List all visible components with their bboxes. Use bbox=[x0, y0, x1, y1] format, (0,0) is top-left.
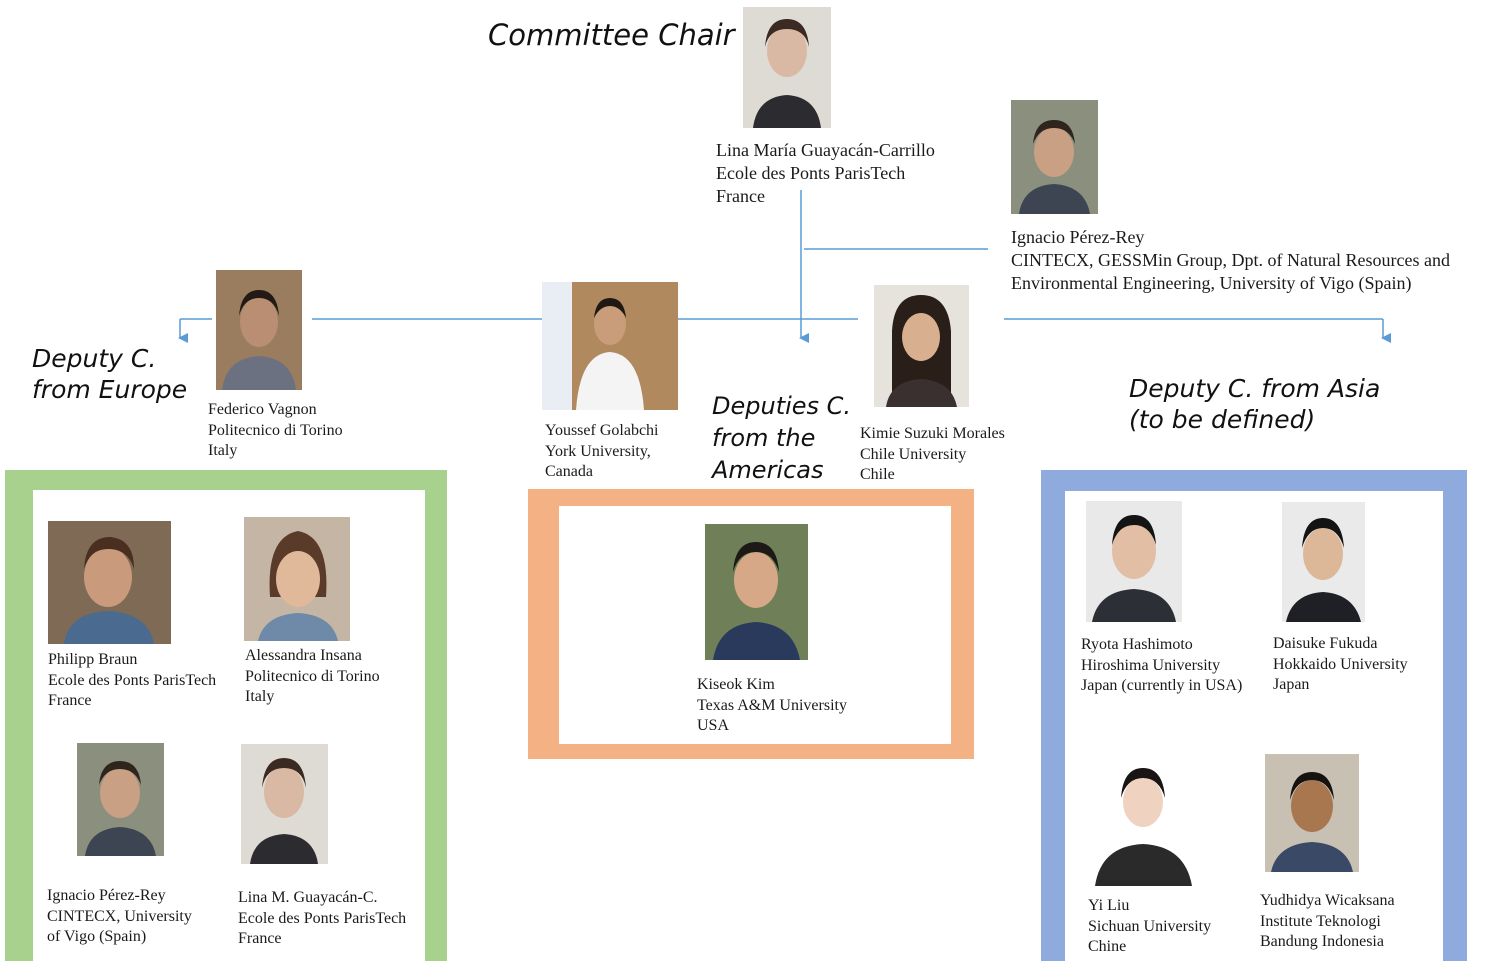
deputy-americas-2-country: Chile bbox=[860, 466, 895, 483]
asia-heading-line2: (to be defined) bbox=[1129, 404, 1316, 434]
asia-member-1-affiliation: Hiroshima University bbox=[1081, 656, 1221, 674]
asia-member-4-photo bbox=[1265, 754, 1359, 872]
americas-heading-line1: Deputies C. bbox=[712, 392, 852, 420]
asia-member-1-country: Japan (currently in USA) bbox=[1081, 677, 1243, 694]
advisor-label: Ignacio Pérez-Rey CINTECX, GESSMin Group… bbox=[1011, 226, 1450, 295]
asia-member-3-label: Yi Liu Sichuan University Chine bbox=[1088, 896, 1211, 958]
europe-member-1-country: France bbox=[48, 692, 92, 709]
person-silhouette-icon bbox=[542, 282, 644, 410]
deputy-americas-2-label: Kimie Suzuki Morales Chile University Ch… bbox=[860, 424, 1005, 486]
europe-member-1-label: Philipp Braun Ecole des Ponts ParisTech … bbox=[48, 650, 216, 712]
advisor-photo bbox=[1011, 100, 1098, 214]
asia-member-2-country: Japan bbox=[1273, 676, 1310, 693]
person-silhouette-icon bbox=[258, 531, 338, 641]
advisor-affiliation-line1: CINTECX, GESSMin Group, Dpt. of Natural … bbox=[1011, 250, 1450, 270]
asia-member-4-name: Yudhidya Wicaksana bbox=[1260, 892, 1395, 909]
americas-member-1-name: Kiseok Kim bbox=[697, 676, 775, 693]
europe-member-1-affiliation: Ecole des Ponts ParisTech bbox=[48, 671, 217, 689]
asia-member-1-name: Ryota Hashimoto bbox=[1081, 636, 1193, 653]
deputy-americas-1-name: Youssef Golabchi bbox=[545, 422, 659, 439]
deputy-americas-2-affiliation: Chile University bbox=[860, 445, 967, 463]
asia-member-3-photo bbox=[1091, 762, 1196, 886]
asia-member-2-photo bbox=[1282, 502, 1365, 622]
americas-member-1-affiliation: Texas A&M University bbox=[697, 696, 847, 714]
person-silhouette-icon bbox=[1095, 768, 1192, 886]
europe-member-4-affiliation: Ecole des Ponts ParisTech bbox=[238, 909, 407, 927]
person-silhouette-icon bbox=[753, 19, 821, 128]
asia-member-2-affiliation: Hokkaido University bbox=[1273, 655, 1408, 673]
deputy-americas-1-label: Youssef Golabchi York University, Canada bbox=[545, 421, 658, 483]
europe-member-1-photo bbox=[48, 521, 171, 644]
europe-member-3-name: Ignacio Pérez-Rey bbox=[47, 887, 166, 904]
deputy-americas-1-country: Canada bbox=[545, 463, 593, 480]
asia-member-3-affiliation: Sichuan University bbox=[1088, 917, 1212, 935]
asia-member-2-label: Daisuke Fukuda Hokkaido University Japan bbox=[1273, 634, 1408, 696]
deputy-americas-1-photo bbox=[542, 282, 678, 410]
europe-heading-line1: Deputy C. bbox=[32, 344, 157, 373]
asia-member-2-name: Daisuke Fukuda bbox=[1273, 635, 1378, 652]
europe-member-1-name: Philipp Braun bbox=[48, 651, 138, 668]
deputy-europe-name: Federico Vagnon bbox=[208, 401, 317, 418]
chair-affiliation: Ecole des Ponts ParisTech bbox=[716, 163, 906, 183]
person-silhouette-icon bbox=[85, 761, 156, 856]
asia-member-3-country: Chine bbox=[1088, 938, 1127, 955]
person-silhouette-icon bbox=[250, 758, 318, 864]
americas-member-1-photo bbox=[705, 524, 808, 660]
deputy-europe-label: Federico Vagnon Politecnico di Torino It… bbox=[208, 400, 343, 462]
person-silhouette-icon bbox=[1019, 120, 1090, 214]
europe-member-4-label: Lina M. Guayacán-C. Ecole des Ponts Pari… bbox=[238, 888, 406, 950]
europe-member-3-affiliation: CINTECX, University bbox=[47, 907, 192, 925]
committee-chair-heading: Committee Chair bbox=[488, 18, 735, 52]
asia-member-4-country: Bandung Indonesia bbox=[1260, 933, 1384, 950]
europe-member-2-name: Alessandra Insana bbox=[245, 647, 362, 664]
americas-member-1-country: USA bbox=[697, 717, 730, 734]
person-silhouette-icon bbox=[64, 537, 154, 644]
europe-member-3-photo bbox=[77, 743, 164, 856]
europe-member-4-name: Lina M. Guayacán-C. bbox=[238, 889, 378, 906]
asia-deputy-heading: Deputy C. from Asia (to be defined) bbox=[1129, 374, 1380, 435]
europe-heading-line2: from Europe bbox=[32, 374, 188, 404]
asia-member-1-label: Ryota Hashimoto Hiroshima University Jap… bbox=[1081, 635, 1242, 697]
asia-member-3-name: Yi Liu bbox=[1088, 897, 1130, 914]
europe-deputy-heading: Deputy C. from Europe bbox=[32, 344, 187, 405]
chair-label: Lina María Guayacán-Carrillo Ecole des P… bbox=[716, 139, 935, 208]
deputy-europe-affiliation: Politecnico di Torino bbox=[208, 421, 343, 439]
person-silhouette-icon bbox=[222, 290, 296, 390]
person-silhouette-icon bbox=[886, 295, 957, 407]
asia-member-1-photo bbox=[1086, 501, 1182, 622]
person-silhouette-icon bbox=[1286, 518, 1361, 622]
person-silhouette-icon bbox=[1271, 772, 1353, 872]
europe-member-2-photo bbox=[244, 517, 350, 641]
europe-member-3-label: Ignacio Pérez-Rey CINTECX, University of… bbox=[47, 886, 192, 948]
deputy-europe-photo bbox=[216, 270, 302, 390]
europe-member-4-photo bbox=[241, 744, 328, 864]
chair-photo bbox=[743, 7, 831, 128]
asia-heading-line1: Deputy C. from Asia bbox=[1129, 374, 1381, 403]
deputy-americas-1-affiliation: York University, bbox=[545, 442, 651, 460]
deputy-americas-2-photo bbox=[874, 285, 969, 407]
chair-name: Lina María Guayacán-Carrillo bbox=[716, 140, 935, 160]
deputy-europe-country: Italy bbox=[208, 442, 238, 459]
deputy-americas-2-name: Kimie Suzuki Morales bbox=[860, 425, 1005, 442]
europe-member-4-country: France bbox=[238, 930, 282, 947]
person-silhouette-icon bbox=[713, 542, 800, 660]
chair-country: France bbox=[716, 186, 765, 206]
americas-heading-line3: Americas bbox=[712, 456, 824, 484]
americas-heading-line2: from the bbox=[712, 424, 816, 452]
europe-member-3-country: of Vigo (Spain) bbox=[47, 928, 147, 945]
asia-member-4-affiliation: Institute Teknologi bbox=[1260, 912, 1381, 930]
person-silhouette-icon bbox=[1092, 515, 1176, 622]
americas-member-1-label: Kiseok Kim Texas A&M University USA bbox=[697, 675, 847, 737]
europe-member-2-label: Alessandra Insana Politecnico di Torino … bbox=[245, 646, 380, 708]
advisor-affiliation-line2: Environmental Engineering, University of… bbox=[1011, 273, 1412, 293]
asia-member-4-label: Yudhidya Wicaksana Institute Teknologi B… bbox=[1260, 891, 1395, 953]
europe-member-2-country: Italy bbox=[245, 688, 275, 705]
advisor-name: Ignacio Pérez-Rey bbox=[1011, 227, 1145, 247]
americas-deputies-heading: Deputies C. from the Americas bbox=[712, 390, 851, 486]
europe-member-2-affiliation: Politecnico di Torino bbox=[245, 667, 380, 685]
